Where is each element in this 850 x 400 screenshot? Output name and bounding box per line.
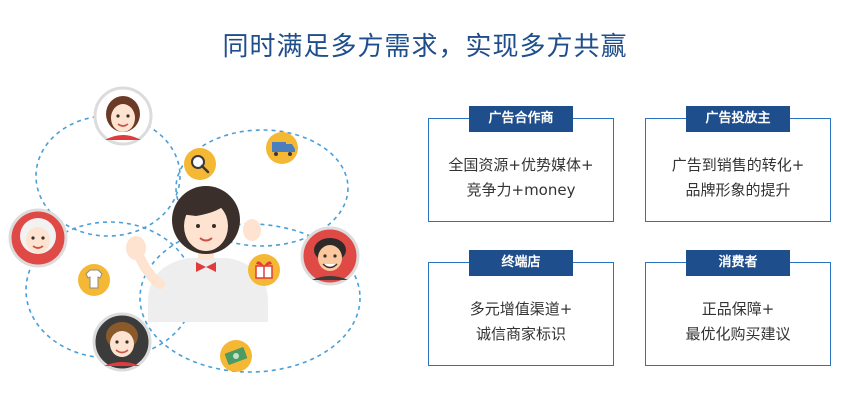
network-illustration <box>8 86 361 373</box>
cheerful-man-avatar <box>300 226 360 286</box>
grandma-avatar <box>8 208 68 268</box>
card-line: 全国资源+优势媒体+ <box>448 156 594 174</box>
card-tag: 广告投放主 <box>686 106 790 132</box>
card-line: 最优化购买建议 <box>685 325 791 343</box>
card-tag: 广告合作商 <box>469 106 573 132</box>
card-terminal-store: 终端店 多元增值渠道+ 诚信商家标识 <box>428 250 614 366</box>
card-advertiser: 广告投放主 广告到销售的转化+ 品牌形象的提升 <box>645 106 831 222</box>
money-icon <box>220 340 252 372</box>
card-body: 全国资源+优势媒体+ 竞争力+money <box>429 153 613 203</box>
card-line: 广告到销售的转化+ <box>671 156 805 174</box>
card-line: 正品保障+ <box>701 300 775 318</box>
magnifier-icon <box>184 148 216 180</box>
card-body: 多元增值渠道+ 诚信商家标识 <box>429 297 613 347</box>
gift-icon <box>248 254 280 286</box>
card-line: 品牌形象的提升 <box>685 181 791 199</box>
central-woman-figure <box>126 186 268 322</box>
woman-avatar <box>93 86 153 146</box>
boy-avatar <box>92 312 152 372</box>
card-body: 正品保障+ 最优化购买建议 <box>646 297 830 347</box>
card-consumer: 消费者 正品保障+ 最优化购买建议 <box>645 250 831 366</box>
card-body: 广告到销售的转化+ 品牌形象的提升 <box>646 153 830 203</box>
page-title: 同时满足多方需求，实现多方共赢 <box>222 32 628 62</box>
card-line: 诚信商家标识 <box>475 325 566 343</box>
card-tag: 消费者 <box>686 250 790 276</box>
delivery-truck-icon <box>266 132 298 164</box>
shirt-icon <box>78 264 110 296</box>
card-ad-partner: 广告合作商 全国资源+优势媒体+ 竞争力+money <box>428 106 614 222</box>
card-line: 竞争力+money <box>466 181 576 199</box>
card-tag: 终端店 <box>469 250 573 276</box>
card-line: 多元增值渠道+ <box>469 300 573 318</box>
